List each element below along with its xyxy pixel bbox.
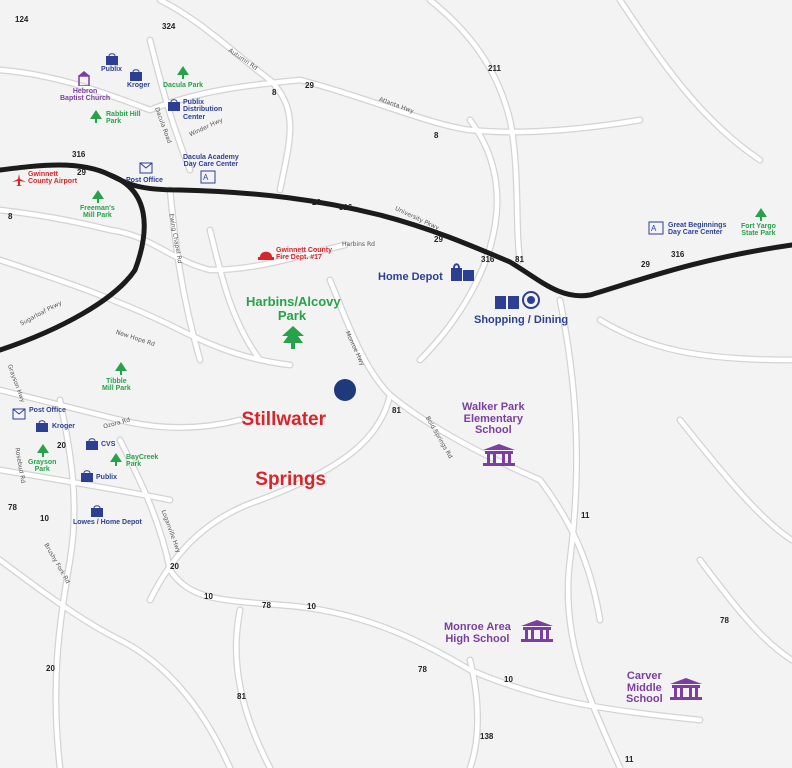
highway-120-sugarloaf: [0, 172, 147, 353]
shopping-bag-icon: [86, 438, 98, 450]
fire-helmet-icon: [258, 251, 274, 260]
shopping-label[interactable]: Publix Distribution Center: [183, 99, 223, 121]
route-shield: 29: [77, 168, 86, 177]
route-shield: 11: [581, 511, 590, 520]
road-name: Harbins Rd: [342, 241, 375, 248]
park-label[interactable]: Freeman's Mill Park: [80, 205, 115, 220]
tree-icon: [90, 110, 102, 123]
shopping-bag-icon: [130, 69, 142, 81]
shopping-label[interactable]: Great Beginnings Day Care Center: [668, 222, 727, 237]
route-shield: 29: [305, 81, 314, 90]
shopping-bag-icon: [451, 263, 474, 281]
park-label[interactable]: Dacula Park: [163, 82, 204, 89]
park-label[interactable]: BayCreek Park: [126, 454, 159, 469]
shopping-label[interactable]: Kroger: [52, 423, 75, 430]
park-label[interactable]: Rabbit Hill Park: [106, 111, 141, 126]
subject-name-line1: Stillwater: [241, 408, 326, 430]
fire-dept-label[interactable]: Gwinnett County Fire Dept. #17: [276, 247, 332, 262]
shopping-dining-icon: [495, 291, 540, 309]
mailbox-icon: [12, 408, 26, 420]
route-shield: 316: [72, 150, 86, 159]
shopping-label[interactable]: Home Depot: [378, 271, 443, 283]
mailbox-icon: [139, 162, 153, 174]
route-shield: 138: [480, 732, 494, 741]
highways: [0, 162, 792, 353]
shopping-bag-icon: [36, 420, 48, 432]
shopping-label[interactable]: Publix: [96, 474, 118, 481]
route-shield: 78: [262, 601, 271, 610]
school-label[interactable]: Monroe Area High School: [444, 621, 511, 645]
route-shield: 20: [46, 664, 55, 673]
route-shield: 8: [8, 212, 13, 221]
route-shield: 29: [312, 198, 321, 207]
shopping-label[interactable]: Kroger: [127, 82, 150, 89]
route-shield: 211: [488, 64, 501, 73]
airplane-icon: [12, 174, 26, 186]
shopping-label[interactable]: Dacula Academy Day Care Center: [183, 154, 239, 169]
park-label[interactable]: Tibble Mill Park: [102, 378, 131, 393]
route-shield: 11: [625, 755, 634, 764]
tree-icon: [177, 66, 189, 79]
route-shield: 8: [434, 131, 439, 140]
abc-blocks-icon: A: [200, 170, 216, 184]
tree-icon: [115, 362, 127, 375]
shopping-label[interactable]: Post Office: [29, 407, 66, 414]
park-label[interactable]: Grayson Park: [28, 459, 57, 474]
shopping-label[interactable]: CVS: [101, 441, 116, 448]
route-shield: 10: [307, 602, 316, 611]
airport-label[interactable]: Gwinnett County Airport: [28, 171, 78, 186]
subject-location-label[interactable]: Stillwater Springs: [230, 370, 326, 510]
route-shield: 10: [204, 592, 213, 601]
route-shield: 81: [392, 406, 401, 415]
route-shield: 20: [170, 562, 179, 571]
route-shield: 20: [57, 441, 66, 450]
tree-icon: [755, 208, 767, 221]
route-shield: 316: [481, 255, 495, 264]
location-dot-icon: [334, 379, 356, 401]
tree-icon: [110, 453, 122, 466]
route-shield: 316: [671, 250, 685, 259]
tree-icon: [37, 444, 49, 457]
shopping-label[interactable]: Publix: [101, 66, 123, 73]
route-shield: 8: [272, 88, 277, 97]
shopping-bag-icon: [168, 99, 180, 111]
tree-icon: [92, 190, 104, 203]
church-icon: [78, 71, 90, 86]
tree-icon: [282, 326, 304, 349]
school-building-icon: [521, 620, 553, 642]
route-shield: 10: [504, 675, 513, 684]
subject-name-line2: Springs: [255, 468, 326, 490]
shopping-bag-icon: [91, 505, 103, 517]
shopping-bag-icon: [106, 53, 118, 65]
route-shield: 78: [8, 503, 17, 512]
school-building-icon: [670, 678, 702, 700]
route-shield: 10: [40, 514, 49, 523]
route-shield: 78: [418, 665, 427, 674]
park-label-harbins[interactable]: Harbins/Alcovy Park: [246, 294, 341, 323]
school-building-icon: [483, 444, 515, 466]
route-shield: 316: [339, 203, 353, 212]
svg-text:A: A: [651, 224, 657, 233]
route-shield: 29: [641, 260, 650, 269]
svg-text:A: A: [203, 173, 209, 182]
route-shield: 81: [515, 255, 524, 264]
church-label[interactable]: Hebron Baptist Church: [60, 88, 111, 103]
shopping-label[interactable]: Post Office: [126, 177, 163, 184]
route-shield: 324: [162, 22, 176, 31]
route-shield: 78: [720, 616, 729, 625]
shopping-bag-icon: [81, 470, 93, 482]
shopping-label[interactable]: Lowes / Home Depot: [73, 519, 142, 526]
school-label[interactable]: Walker Park Elementary School: [462, 401, 525, 437]
shopping-label[interactable]: Shopping / Dining: [474, 314, 569, 326]
park-label[interactable]: Fort Yargo State Park: [741, 223, 776, 238]
route-shield: 29: [434, 235, 443, 244]
school-label[interactable]: Carver Middle School: [626, 670, 663, 706]
route-shield: 81: [237, 692, 246, 701]
abc-blocks-icon: A: [648, 221, 664, 235]
route-shield: 124: [15, 15, 29, 24]
